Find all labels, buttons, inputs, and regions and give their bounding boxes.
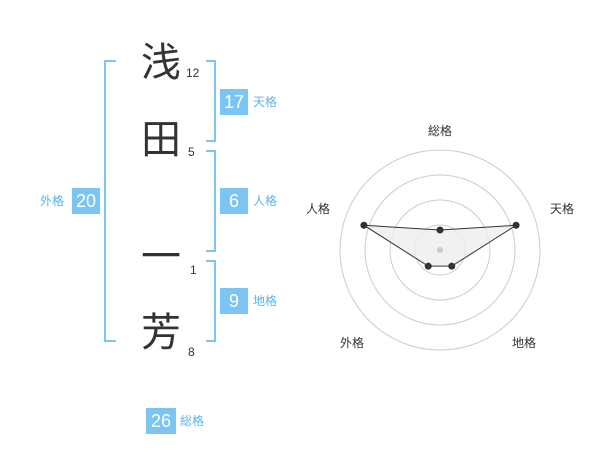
chikaku-score: 9 xyxy=(220,288,248,314)
radar-point-2 xyxy=(512,221,520,229)
gaikaku-bracket xyxy=(104,60,116,342)
jinkaku-score: 6 xyxy=(220,188,248,214)
radar-label-chikaku: 地格 xyxy=(511,336,536,350)
radar-label-soukaku: 総格 xyxy=(427,124,452,138)
tenkaku-label: 天格 xyxy=(253,95,278,109)
radar-grid-ring xyxy=(389,199,491,301)
radar-point-1 xyxy=(436,226,444,234)
soukaku-score: 26 xyxy=(146,408,176,434)
stroke-count-3: 1 xyxy=(190,263,197,277)
stroke-count-4: 8 xyxy=(188,345,195,359)
jinkaku-label: 人格 xyxy=(253,194,278,208)
stroke-count-1: 12 xyxy=(186,66,200,80)
radar-grid-ring xyxy=(364,174,516,326)
soukaku-label: 総格 xyxy=(180,414,205,428)
radar-point-4 xyxy=(424,262,432,270)
radar-center xyxy=(437,247,443,253)
radar-point-3 xyxy=(448,262,456,270)
radar-label-tenkaku: 天格 xyxy=(549,202,574,216)
stroke-count-2: 5 xyxy=(188,145,195,159)
radar-polygon xyxy=(363,224,517,267)
name-char-1: 浅 xyxy=(141,40,181,86)
gaikaku-score: 20 xyxy=(72,188,100,214)
gaikaku-label: 外格 xyxy=(40,194,65,208)
name-char-4: 芳 xyxy=(141,310,181,356)
chikaku-label: 地格 xyxy=(253,294,278,308)
radar-grid-ring xyxy=(339,149,541,351)
radar-label-jinkaku: 人格 xyxy=(305,202,330,216)
radar-point-5 xyxy=(360,221,368,229)
name-char-2: 田 xyxy=(141,117,181,163)
radar-label-gaikaku: 外格 xyxy=(339,336,364,350)
name-char-3: 一 xyxy=(141,234,181,280)
tenkaku-score: 17 xyxy=(220,89,248,115)
tenkaku-bracket xyxy=(206,60,216,142)
chikaku-bracket xyxy=(206,260,216,342)
jinkaku-bracket xyxy=(206,150,216,252)
